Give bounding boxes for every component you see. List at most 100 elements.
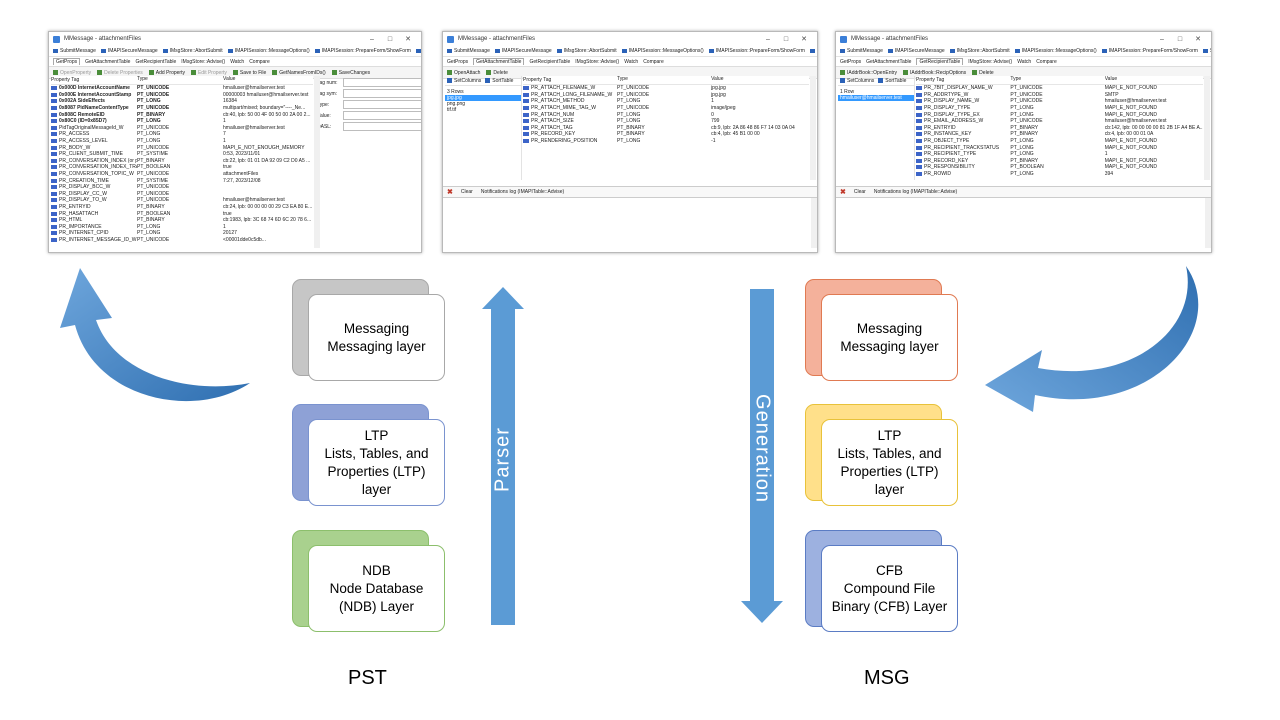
tab[interactable]: GetProps [447,58,469,65]
maximize-button[interactable]: □ [783,35,789,43]
table-row[interactable]: PR_CONVERSATION_INDEX (or pla...PT_BINAR… [51,158,313,165]
toolbar-button[interactable]: Save to File [233,70,266,76]
log-scrollbar[interactable] [1205,198,1211,248]
tab[interactable]: GetProps [840,58,862,65]
toolbar-button[interactable]: Delete [972,70,993,76]
column-header[interactable]: Property Tag [916,77,945,83]
list-item[interactable]: hmailuser@hmailserver.test [838,95,914,101]
column-header[interactable]: Value [711,76,724,82]
toolbar-button[interactable]: OpenAttach [447,70,480,76]
menu-item[interactable]: SubmitMessage [447,48,490,54]
clear-button[interactable]: Clear [460,189,473,195]
tab[interactable]: GetAttachmentTable [85,58,131,65]
menu-item[interactable]: IMAPISession::PrepareForm/ShowForm [315,48,411,54]
tab[interactable]: GetProps [53,58,81,65]
toolbar-button[interactable]: GetNamesFromIDs() [272,70,325,76]
toolbar-button[interactable]: Edit Property [191,70,227,76]
column-header[interactable]: Value [223,76,236,82]
menu-item[interactable]: IMAPISecureMessage [495,48,552,54]
tab[interactable]: GetRecipientTable [135,58,177,65]
toolbar-button[interactable]: Add Property [149,70,185,76]
menu-item[interactable]: IMsgStore::AbortSubmit [950,48,1010,54]
tab[interactable]: IMsgStore::Advise() [575,58,620,65]
toolbar-button[interactable]: OpenProperty [53,70,91,76]
grid-scrollbar[interactable] [810,76,816,180]
menu-item[interactable]: IMsgStore::AbortSubmit [163,48,223,54]
field-input[interactable] [343,122,421,131]
grid-scrollbar[interactable] [314,76,320,248]
column-header[interactable]: Value [1104,76,1118,82]
column-header[interactable]: Property Tag [523,77,552,83]
maximize-button[interactable]: □ [1177,35,1183,43]
menu-item[interactable]: IMAPISession::MessageOptions() [228,48,310,54]
tab[interactable]: Watch [624,58,639,65]
menu-item[interactable]: SubmitMessage [53,48,96,54]
tab[interactable]: IMsgStore::Advise() [968,58,1013,65]
menu-item[interactable]: Save as MSG file [1203,48,1211,54]
clear-button[interactable]: Clear [853,189,866,195]
tab[interactable]: Compare [249,58,270,65]
minimize-button[interactable]: – [766,35,770,43]
maximize-button[interactable]: □ [387,35,393,43]
menu-item[interactable]: Save as MSG file [810,48,818,54]
list-toolbar-button[interactable]: SetColumns [447,78,481,84]
field-input[interactable] [343,89,421,98]
list-toolbar-button[interactable]: SortTable [878,78,906,84]
column-header[interactable]: Type [617,76,628,82]
tab[interactable]: GetRecipientTable [529,58,571,65]
menu-item[interactable]: IMAPISession::PrepareForm/ShowForm [1102,48,1198,54]
menu-item[interactable]: SubmitMessage [840,48,883,54]
minimize-button[interactable]: – [370,35,374,43]
grid-scrollbar[interactable] [1204,76,1210,180]
tab[interactable]: Watch [230,58,245,65]
list-item[interactable]: 1 Row [840,89,855,95]
menu-item[interactable]: IMAPISession::PrepareForm/ShowForm [709,48,805,54]
menu-item[interactable]: IMAPISecureMessage [101,48,158,54]
tab[interactable]: Watch [1017,58,1032,65]
list-item[interactable]: jpg.jpg [445,95,521,101]
column-header[interactable]: Type [1010,76,1022,82]
field-input[interactable] [343,100,421,109]
clear-icon[interactable]: ✖ [447,189,453,196]
tab[interactable]: GetAttachmentTable [866,58,912,65]
tab[interactable]: IMsgStore::Advise() [181,58,226,65]
toolbar-button[interactable]: Delete [486,70,507,76]
column-header[interactable]: Type [137,76,148,82]
toolbar-button[interactable]: Delete Properties [97,70,143,76]
tab[interactable]: GetRecipientTable [916,58,964,65]
